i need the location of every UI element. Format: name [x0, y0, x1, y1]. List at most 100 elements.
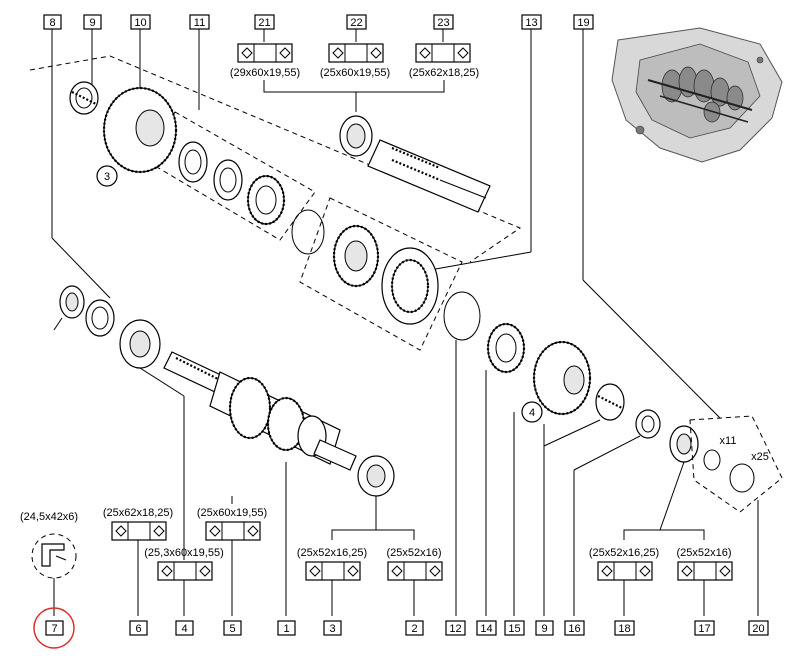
callout-8[interactable]: 8: [43, 14, 62, 30]
svg-text:7: 7: [51, 623, 57, 635]
synchro-hub-13: [332, 224, 380, 288]
svg-text:4: 4: [529, 407, 535, 419]
callout-13[interactable]: 13: [521, 14, 542, 30]
svg-text:1: 1: [283, 623, 289, 635]
circlip-12: [443, 291, 481, 341]
synchro-ring-14: [486, 322, 526, 374]
svg-text:15: 15: [508, 623, 520, 635]
bearing-spec-23: (25x62x18,25): [409, 43, 479, 79]
spec-2: (25x52x16): [386, 547, 441, 559]
svg-text:(25x62x18,25): (25x62x18,25): [409, 67, 479, 79]
bearing-orientation-icon: [328, 43, 384, 63]
callout-20[interactable]: 20: [748, 620, 769, 636]
bearing-spec-21: (29x60x19,55): [230, 43, 300, 79]
circlip-ring: [291, 209, 325, 255]
shim-group-outline: [689, 415, 783, 513]
callout-12[interactable]: 12: [445, 620, 466, 636]
callout-21[interactable]: 21: [254, 14, 275, 30]
bushing-16: [635, 409, 661, 439]
callout-11[interactable]: 11: [189, 14, 210, 30]
svg-text:5: 5: [229, 623, 235, 635]
synchro-sleeve-13: [381, 247, 439, 325]
bearing-3: [357, 455, 395, 497]
svg-text:(29x60x19,55): (29x60x19,55): [230, 67, 300, 79]
svg-text:8: 8: [49, 17, 55, 29]
callout-9[interactable]: 9: [83, 14, 102, 30]
svg-text:(25x60x19,55): (25x60x19,55): [320, 67, 390, 79]
svg-text:9: 9: [541, 623, 547, 635]
hub-group-outline: [299, 197, 463, 351]
circle-label-3: 3: [96, 165, 118, 187]
synchro-ring-11c: [246, 174, 286, 226]
svg-text:21: 21: [258, 17, 270, 29]
spec-5: (25x60x19,55): [197, 507, 267, 519]
callout-14[interactable]: 14: [476, 620, 497, 636]
spec-4: (25,3x60x19,55): [144, 547, 224, 559]
callout-5[interactable]: 5: [223, 620, 242, 636]
output-shaft-upper: [339, 115, 491, 213]
bearing-orientation-icon: [237, 43, 293, 63]
upper-assembly-outline: [29, 55, 522, 263]
synchro-ring-11a: [178, 141, 208, 183]
spec-6: (25x62x18,25): [103, 507, 173, 519]
svg-text:9: 9: [89, 17, 95, 29]
svg-text:11: 11: [194, 17, 205, 29]
bearing-orientation-icon: [387, 561, 443, 581]
needle-bearing-9: [69, 81, 99, 115]
callout-22[interactable]: 22: [346, 14, 367, 30]
spec-17: (25x52x16): [676, 547, 731, 559]
svg-text:6: 6: [135, 623, 141, 635]
callout-10[interactable]: 10: [130, 14, 151, 30]
callout-17[interactable]: 17: [694, 620, 715, 636]
bearing-6: [119, 319, 161, 369]
svg-text:23: 23: [437, 17, 449, 29]
quantity-x11: x11: [720, 435, 737, 447]
bearing-orientation-icon: [111, 521, 167, 541]
svg-text:12: 12: [449, 623, 461, 635]
svg-text:10: 10: [134, 17, 146, 29]
callout-1[interactable]: 1: [277, 620, 296, 636]
callout-15[interactable]: 15: [504, 620, 525, 636]
circlip-small: [703, 449, 721, 471]
quantity-x25: x25: [751, 451, 769, 463]
bearing-orientation-icon: [677, 561, 733, 581]
callout-3[interactable]: 3: [323, 620, 342, 636]
svg-text:4: 4: [181, 623, 187, 635]
needle-bearing-9b: [595, 383, 625, 421]
seal-ring-7-small: [59, 285, 85, 319]
callout-16[interactable]: 16: [564, 620, 585, 636]
input-shaft-1: [163, 351, 357, 471]
highlight-ring: [33, 607, 75, 649]
callout-4[interactable]: 4: [175, 620, 194, 636]
callout-7[interactable]: 7: [33, 607, 75, 649]
bearing-orientation-icon: [205, 521, 261, 541]
bearing-orientation-icon: [157, 561, 213, 581]
gearbox-photo-icon: [611, 27, 783, 163]
bearing-spec-22: (25x60x19,55): [320, 43, 390, 79]
callout-2[interactable]: 2: [405, 620, 424, 636]
svg-text:3: 3: [329, 623, 335, 635]
callout-6[interactable]: 6: [129, 620, 148, 636]
gear-15: [532, 340, 592, 416]
lip-seal-7-icon: [31, 533, 77, 579]
washer-8: [85, 299, 115, 337]
bearing-18: [669, 425, 699, 463]
svg-text:3: 3: [104, 171, 110, 183]
svg-text:14: 14: [480, 623, 492, 635]
gear-10: [102, 86, 178, 174]
svg-text:2: 2: [411, 623, 417, 635]
svg-text:19: 19: [577, 17, 589, 29]
callout-19[interactable]: 19: [573, 14, 594, 30]
svg-text:16: 16: [568, 623, 580, 635]
callout-9-lower[interactable]: 9: [535, 620, 554, 636]
circle-label-4: 4: [521, 401, 543, 423]
callout-18[interactable]: 18: [614, 620, 635, 636]
callout-23[interactable]: 23: [433, 14, 454, 30]
bearing-orientation-icon: [597, 561, 653, 581]
svg-text:18: 18: [618, 623, 630, 635]
svg-text:20: 20: [752, 623, 764, 635]
svg-text:22: 22: [350, 17, 362, 29]
synchro-ring-11b: [213, 159, 243, 201]
bearing-orientation-icon: [415, 43, 471, 63]
